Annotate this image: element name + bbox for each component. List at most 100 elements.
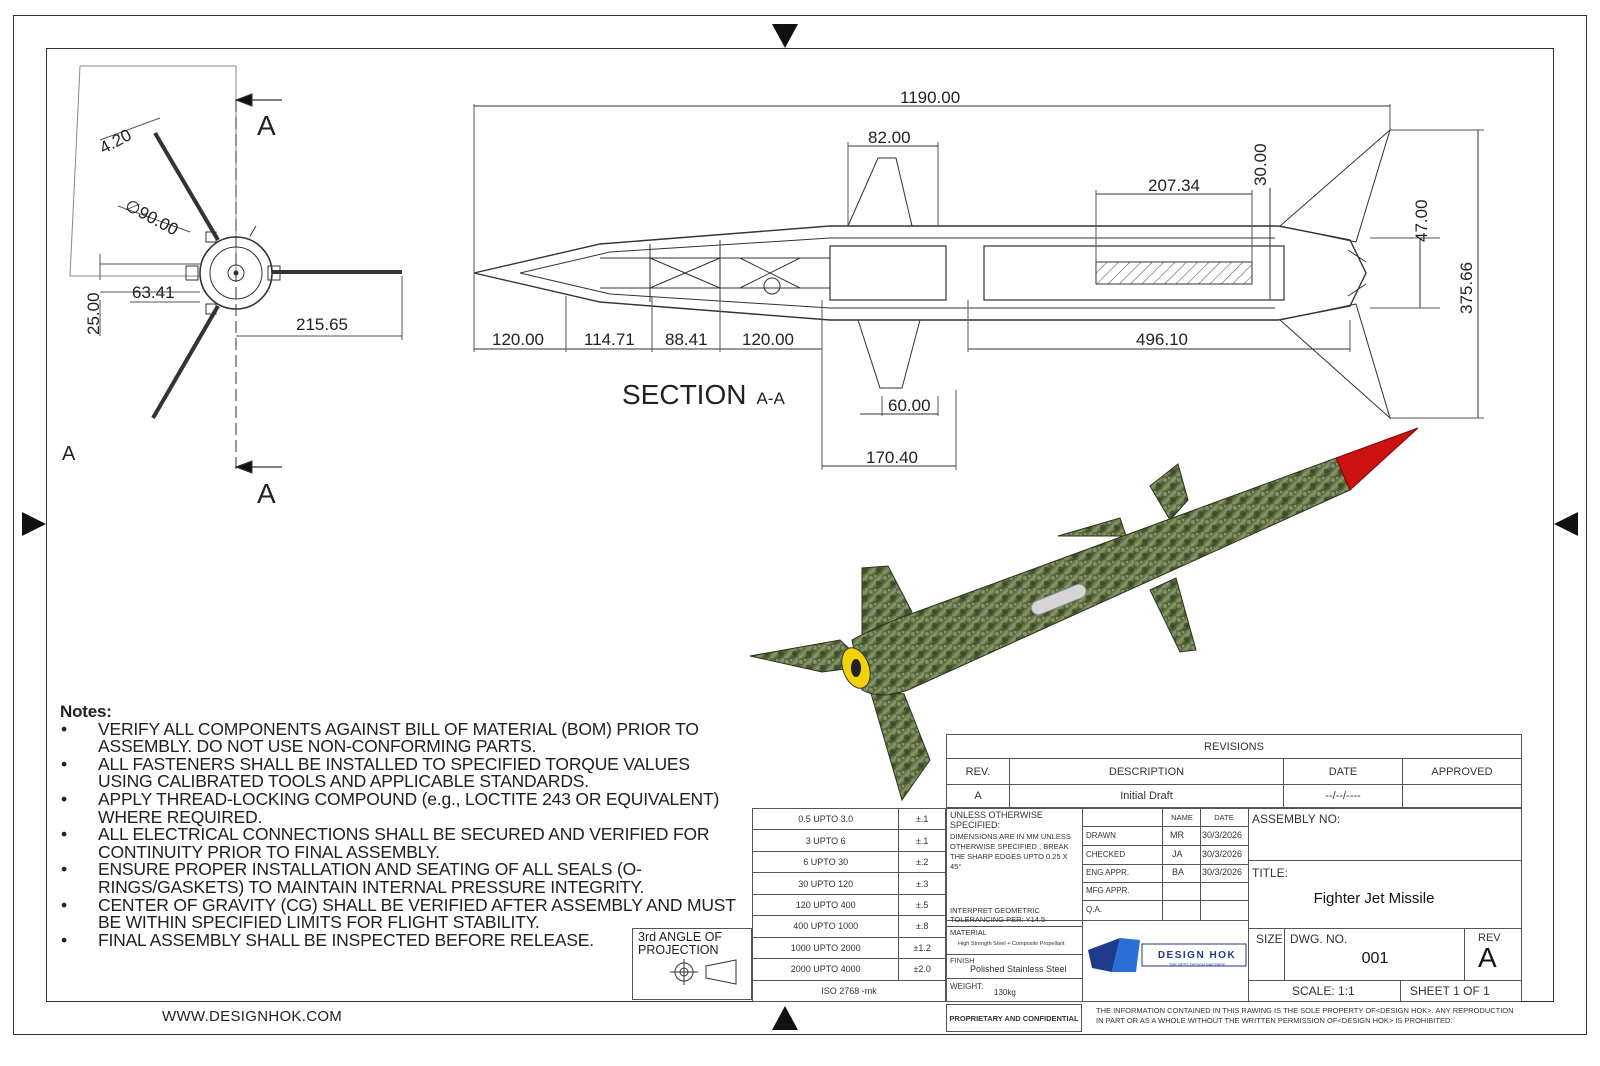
dim-fin-position: 170.40 bbox=[866, 448, 918, 467]
scale: SCALE: 1:1 bbox=[1292, 984, 1355, 998]
size-label: SIZE bbox=[1256, 932, 1283, 946]
notes-title: Notes: bbox=[60, 702, 112, 721]
note-item: ENSURE PROPER INSTALLATION AND SEATING O… bbox=[61, 860, 740, 896]
role-drawn: DRAWN bbox=[1086, 831, 1116, 840]
rev-cell bbox=[1402, 784, 1522, 808]
dim-front-25: 25.00 bbox=[84, 292, 103, 335]
name-drawn: MR bbox=[1170, 830, 1184, 840]
note-item: APPLY THREAD-LOCKING COMPOUND (e.g., LOC… bbox=[61, 790, 740, 826]
rev-cell: Initial Draft bbox=[1009, 784, 1284, 808]
name-checked: JA bbox=[1172, 849, 1183, 859]
view-label: A bbox=[62, 443, 76, 465]
dim-front-4-20: 4.20 bbox=[96, 125, 134, 157]
missile-nose-cone bbox=[1335, 427, 1419, 491]
note-item: VERIFY ALL COMPONENTS AGAINST BILL OF MA… bbox=[61, 720, 740, 756]
unless-specified: UNLESS OTHERWISE SPECIFIED: bbox=[950, 810, 1043, 830]
material-value: High Strength Steel + Composite Propella… bbox=[958, 941, 1065, 947]
dim-front-215-65: 215.65 bbox=[296, 315, 348, 334]
section-suffix: A-A bbox=[756, 389, 785, 408]
tol-value: ±1.2 bbox=[898, 936, 946, 960]
rev-label: REV bbox=[1478, 932, 1501, 944]
finish-value: Polished Stainless Steel bbox=[970, 964, 1067, 974]
proprietary-label: PROPRIETARY AND CONFIDENTIAL bbox=[946, 1004, 1082, 1032]
notes-block: Notes: VERIFY ALL COMPONENTS AGAINST BIL… bbox=[60, 703, 740, 949]
section-marker-bottom: A bbox=[257, 478, 276, 509]
assembly-no: ASSEMBLY NO: bbox=[1252, 812, 1341, 826]
isometric-missile bbox=[749, 427, 1419, 802]
tol-range: 400 UPTO 1000 bbox=[751, 915, 900, 938]
tol-value: ±.1 bbox=[898, 807, 946, 831]
dim-overall-length: 1190.00 bbox=[900, 88, 960, 107]
front-view bbox=[69, 65, 403, 474]
weight-value: 130kg bbox=[994, 988, 1016, 997]
rev-cell: A bbox=[946, 784, 1010, 808]
tol-value: ±.1 bbox=[898, 829, 946, 852]
dim-span: 375.66 bbox=[1457, 262, 1476, 314]
tol-value: ±.2 bbox=[898, 850, 946, 874]
missile-upper-mid-fin bbox=[1149, 463, 1189, 521]
dwg-no-value: 001 bbox=[1361, 950, 1389, 967]
dim-nose-2: 114.71 bbox=[584, 330, 635, 349]
sheet-outer-border bbox=[13, 15, 1587, 1035]
note-item: CENTER OF GRAVITY (CG) SHALL BE VERIFIED… bbox=[61, 896, 740, 932]
role-checked: CHECKED bbox=[1086, 850, 1126, 859]
date-eng-appr: 30/3/2026 bbox=[1202, 867, 1243, 877]
title-block bbox=[946, 808, 1522, 1002]
dim-nose-1: 120.00 bbox=[492, 330, 544, 349]
notes-list: VERIFY ALL COMPONENTS AGAINST BILL OF MA… bbox=[60, 720, 740, 950]
date-drawn: 30/3/2026 bbox=[1202, 830, 1243, 840]
name-eng-appr: BA bbox=[1172, 867, 1185, 877]
tol-range: 120 UPTO 400 bbox=[751, 893, 900, 917]
finish-label: FINISH bbox=[950, 956, 975, 965]
dim-aft: 496.10 bbox=[1136, 330, 1188, 349]
date-header: DATE bbox=[1214, 813, 1234, 822]
missile-left-mid-fin bbox=[1057, 517, 1127, 537]
svg-text:∅90.00: ∅90.00 bbox=[122, 196, 182, 240]
rev-header: DESCRIPTION bbox=[1009, 758, 1284, 785]
dim-front-63-41: 63.41 bbox=[132, 283, 175, 302]
logo-tagline: THE BEST DESIGN PARTNER bbox=[1169, 962, 1225, 967]
center-mark-top bbox=[772, 24, 798, 48]
dwg-no-label: DWG. NO. bbox=[1290, 932, 1348, 946]
role-mfg-appr: MFG APPR. bbox=[1086, 886, 1130, 895]
rev-cell: --/--/---- bbox=[1283, 784, 1403, 808]
section-marker-top: A bbox=[257, 110, 276, 141]
interpret-note: INTERPRET GEOMETRIC TOLERANCING PER: Y14… bbox=[950, 906, 1046, 924]
missile-lower-tail-fin bbox=[869, 689, 931, 802]
rev-value: A bbox=[1478, 942, 1497, 973]
rev-header: DATE bbox=[1283, 758, 1403, 785]
center-mark-right bbox=[1554, 512, 1578, 536]
role-qa: Q.A. bbox=[1086, 905, 1103, 914]
tol-value: ±.5 bbox=[898, 893, 946, 917]
note-item: ALL ELECTRICAL CONNECTIONS SHALL BE SECU… bbox=[61, 825, 740, 861]
disclaimer: THE INFORMATION CONTAINED IN THIS RAWING… bbox=[1096, 1006, 1514, 1025]
drawing-title: Fighter Jet Missile bbox=[1313, 890, 1435, 907]
dim-fin-root: 82.00 bbox=[868, 128, 911, 147]
revisions-title: REVISIONS bbox=[946, 734, 1522, 759]
name-header: NAME bbox=[1171, 813, 1193, 822]
dim-nose-4: 120.00 bbox=[742, 330, 794, 349]
rev-header: REV. bbox=[946, 758, 1010, 785]
tol-range: 0.5 UPTO 3.0 bbox=[751, 807, 900, 831]
rev-header: APPROVED bbox=[1402, 758, 1522, 785]
projection-label: 3rd ANGLE OF PROJECTION bbox=[638, 930, 723, 957]
role-eng-appr: ENG APPR. bbox=[1086, 868, 1130, 877]
tol-value: ±.8 bbox=[898, 915, 946, 938]
tol-range: 2000 UPTO 4000 bbox=[751, 958, 900, 981]
dim-nose-3: 88.41 bbox=[665, 330, 708, 349]
revisions-table: REVISIONS REV. DESCRIPTION DATE APPROVED… bbox=[946, 734, 1522, 808]
weight-label: WEIGHT: bbox=[950, 982, 984, 991]
dim-tail-height: 47.00 bbox=[1412, 199, 1431, 242]
title-label: TITLE: bbox=[1252, 866, 1289, 880]
tol-range: 30 UPTO 120 bbox=[751, 872, 900, 895]
sheet: SHEET 1 OF 1 bbox=[1410, 984, 1490, 998]
tol-range: 6 UPTO 30 bbox=[751, 850, 900, 874]
material-label: MATERIAL bbox=[950, 928, 987, 937]
dim-fin-tip: 60.00 bbox=[888, 396, 931, 415]
third-angle-projection-symbol bbox=[670, 959, 737, 985]
note-item: ALL FASTENERS SHALL BE INSTALLED TO SPEC… bbox=[61, 755, 740, 791]
logo-name: DESIGN HOK bbox=[1157, 950, 1237, 961]
center-mark-bottom bbox=[772, 1006, 798, 1030]
